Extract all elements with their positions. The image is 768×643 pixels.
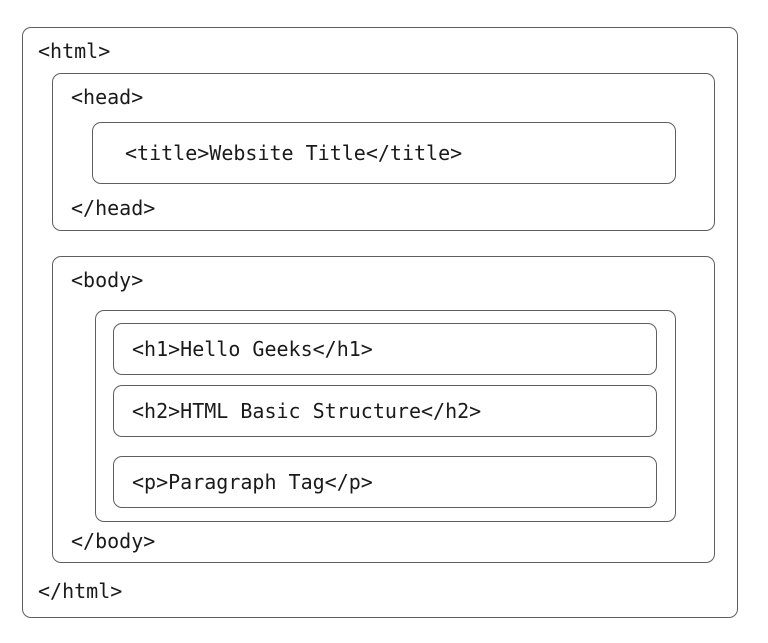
title-element-label: <title>Website Title</title> [125,141,463,165]
html-element-box: <html> <head> <title>Website Title</titl… [22,27,738,618]
h1-element-label: <h1>Hello Geeks</h1> [132,337,373,361]
head-element-box: <head> <title>Website Title</title> </he… [52,73,715,231]
head-close-tag-label: </head> [71,196,156,220]
h2-element-box: <h2>HTML Basic Structure</h2> [113,385,657,437]
html-close-tag-label: </html> [38,579,123,603]
h1-element-box: <h1>Hello Geeks</h1> [113,323,657,375]
body-close-tag-label: </body> [71,529,156,553]
body-element-box: <body> <h1>Hello Geeks</h1> <h2>HTML Bas… [52,256,715,563]
body-open-tag-label: <body> [71,268,144,292]
title-element-box: <title>Website Title</title> [92,122,676,184]
h2-element-label: <h2>HTML Basic Structure</h2> [132,399,482,423]
body-content-group-box: <h1>Hello Geeks</h1> <h2>HTML Basic Stru… [95,310,676,522]
p-element-box: <p>Paragraph Tag</p> [113,456,657,508]
head-open-tag-label: <head> [71,85,144,109]
p-element-label: <p>Paragraph Tag</p> [132,470,373,494]
html-open-tag-label: <html> [38,39,111,63]
